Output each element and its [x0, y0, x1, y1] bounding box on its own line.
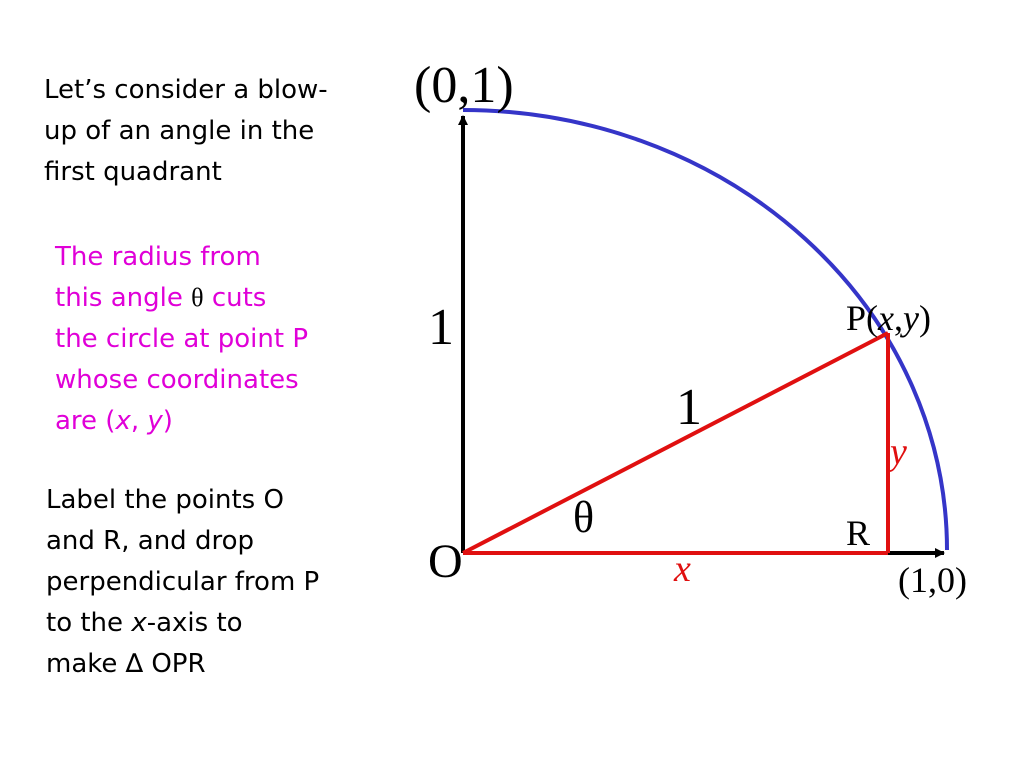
label-note-line-5-start: make	[46, 649, 126, 679]
intro-line-1: Let’s consider a blow-	[44, 75, 328, 105]
label-note: Label the points O and R, and drop perpe…	[46, 480, 319, 685]
label-axis-one: 1	[428, 299, 454, 356]
label-theta: θ	[573, 493, 595, 542]
radius-note-line-2-start: this angle	[55, 283, 192, 313]
label-note-line-4-end: -axis to	[146, 608, 243, 638]
label-side-x: x	[674, 548, 691, 590]
label-point-p-x: x	[878, 298, 894, 338]
radius-note-y: y	[147, 406, 163, 436]
label-note-line-5-end: OPR	[143, 649, 206, 679]
label-note-line-5: make ∆ OPR	[46, 644, 319, 685]
delta-symbol: ∆	[125, 649, 144, 679]
radius-note-line-2: this angle θ cuts	[55, 278, 308, 319]
label-note-line-3: perpendicular from P	[46, 567, 320, 597]
radius-op	[462, 331, 889, 555]
unit-circle-arc	[462, 108, 949, 551]
intro-text: Let’s consider a blow- up of an angle in…	[44, 70, 328, 193]
radius-note-line-1: The radius from	[55, 242, 261, 272]
label-point-p-end: )	[918, 298, 931, 338]
radius-note-line-2-end: cuts	[203, 283, 267, 313]
label-point-p-comma: ,	[894, 298, 903, 338]
radius-note-line-3: the circle at point P	[55, 324, 308, 354]
intro-line-3: first quadrant	[44, 157, 222, 187]
radius-note-x: x	[115, 406, 131, 436]
label-note-x: x	[131, 608, 147, 638]
label-point-r: R	[846, 513, 871, 553]
radius-note-line-5-start: are (	[55, 406, 116, 436]
label-right-point: (1,0)	[898, 560, 967, 600]
label-origin: O	[428, 535, 463, 588]
label-radius-one: 1	[676, 379, 702, 436]
radius-note-theta: θ	[191, 283, 204, 312]
radius-note-comma: ,	[130, 406, 148, 436]
label-point-p-y: y	[903, 298, 919, 338]
radius-note-line-4: whose coordinates	[55, 365, 299, 395]
label-note-line-2: and R, and drop	[46, 526, 254, 556]
label-note-line-1: Label the points O	[46, 485, 284, 515]
radius-note: The radius from this angle θ cuts the ci…	[55, 237, 308, 442]
label-side-y: y	[890, 431, 907, 473]
label-point-p-start: P(	[846, 298, 879, 338]
label-top-point: (0,1)	[414, 57, 514, 114]
label-note-line-4: to the x-axis to	[46, 603, 319, 644]
label-note-line-4-start: to the	[46, 608, 132, 638]
label-point-p: P(x,y)	[846, 300, 931, 336]
intro-line-2: up of an angle in the	[44, 116, 315, 146]
radius-note-line-5: are (x, y)	[55, 401, 308, 442]
radius-note-line-5-end: )	[162, 406, 173, 436]
